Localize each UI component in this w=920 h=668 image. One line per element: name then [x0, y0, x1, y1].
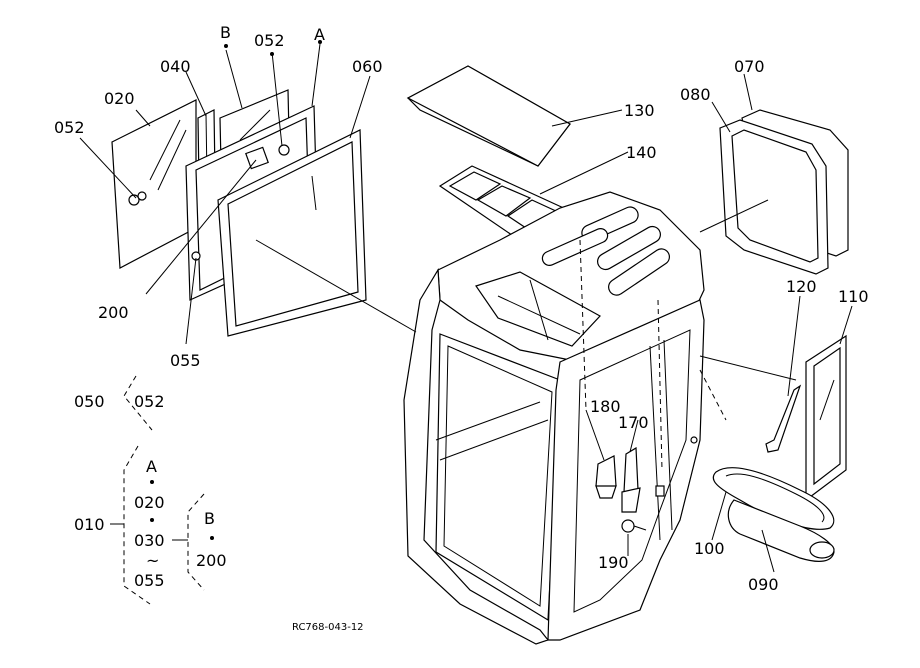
seal-100 [712, 467, 835, 530]
window-glass-020 [111, 99, 197, 269]
legend-010: 010 [74, 515, 105, 534]
label-080: 080 [680, 85, 711, 104]
rear-seal-080 [719, 119, 829, 275]
legend-010-020: 020 [134, 493, 165, 512]
roof-glass-130 [406, 65, 571, 167]
label-170: 170 [618, 413, 649, 432]
legend-200-b: B [204, 509, 215, 528]
label-ref-b: B [220, 23, 231, 42]
label-ref-a: A [314, 25, 325, 44]
side-window-110 [805, 334, 847, 502]
bolt-190 [621, 519, 647, 533]
label-190: 190 [598, 553, 629, 572]
hidden-lines [579, 239, 727, 471]
label-055: 055 [170, 351, 201, 370]
part-labels: 052 020 040 B 052 A 060 200 055 130 140 … [54, 23, 869, 594]
label-130: 130 [624, 101, 655, 120]
legend-200-200: 200 [196, 551, 227, 570]
label-052-top: 052 [254, 31, 285, 50]
label-140: 140 [626, 143, 657, 162]
bracket-180 [595, 455, 617, 499]
legend-010-tilde: ~ [146, 551, 159, 570]
legend-010-a: A [146, 457, 157, 476]
label-070: 070 [734, 57, 765, 76]
assembly-legend: 050 052 010 A 020 030 ~ 055 B 200 [74, 375, 227, 605]
label-200: 200 [98, 303, 129, 322]
drawing-code: RC768-043-12 [292, 622, 364, 633]
label-052-left: 052 [54, 118, 85, 137]
label-090: 090 [748, 575, 779, 594]
label-020: 020 [104, 89, 135, 108]
label-060: 060 [352, 57, 383, 76]
legend-050-052: 052 [134, 392, 165, 411]
label-040: 040 [160, 57, 191, 76]
label-120: 120 [786, 277, 817, 296]
cabin-body [403, 191, 705, 645]
label-110: 110 [838, 287, 869, 306]
legend-050: 050 [74, 392, 105, 411]
leader-lines [79, 40, 853, 573]
legend-010-030: 030 [134, 531, 165, 550]
lever-170 [621, 446, 641, 513]
label-180: 180 [590, 397, 621, 416]
visor-090 [727, 499, 835, 562]
strip-120 [765, 384, 802, 453]
label-100: 100 [694, 539, 725, 558]
legend-010-055: 055 [134, 571, 165, 590]
ref-dot-a [318, 40, 322, 44]
ref-dot-b [224, 44, 228, 48]
